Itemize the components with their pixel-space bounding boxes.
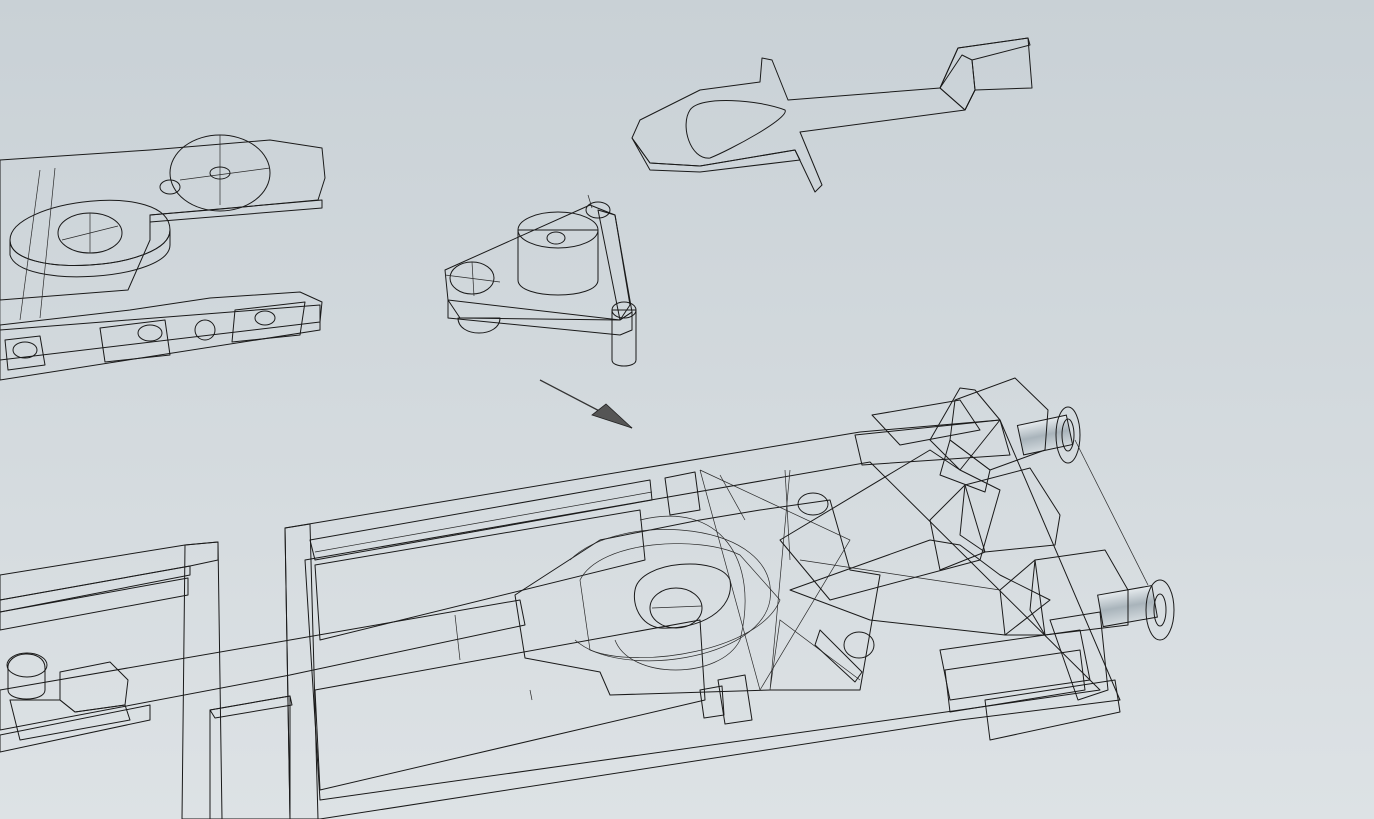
fork-arm-top [779,449,1001,601]
main-base-plate [284,419,1121,819]
pin-magenta-body[interactable] [611,309,637,367]
triangle-cylinder [517,229,599,296]
top-arm-part[interactable] [631,37,1033,193]
main-glass-rail [309,479,653,561]
top-arm-loop-hole [685,100,786,159]
left-plate-edge [149,199,323,223]
left-lower-rail-side [0,304,321,381]
arrow-icon [539,379,633,429]
main-lever-hole [633,563,731,629]
lower-frame-cross-bar [0,599,526,731]
main-lever-plate [514,499,881,696]
upper-rod-flange[interactable] [1055,406,1081,464]
main-foot [984,679,1121,741]
main-housing-bottom [944,649,1086,713]
left-frame-assembly[interactable] [0,134,326,381]
lower-knob [7,653,46,700]
main-base-assembly[interactable] [284,377,1175,819]
pin-blue-top[interactable] [585,201,611,219]
upper-rod [1016,414,1074,456]
fork-block-mid [959,467,1061,553]
pin-green-bottom [457,317,501,334]
lower-frame-post-1 [181,541,223,819]
lower-left-frame[interactable] [0,541,533,819]
main-pin-green[interactable] [649,587,703,629]
main-pin-blue[interactable] [797,492,829,516]
triangle-bracket[interactable] [444,194,637,367]
lower-rod-flange[interactable] [1145,579,1175,641]
fork-arm-mid [789,539,1051,636]
triangle-plate-top [444,204,631,321]
main-pin-magenta[interactable] [843,631,875,659]
left-small-ring [159,179,181,195]
left-lower-rail [0,291,323,361]
main-left-post [284,523,319,819]
fork-block-low [1029,549,1129,636]
main-base-recess [304,461,1101,801]
